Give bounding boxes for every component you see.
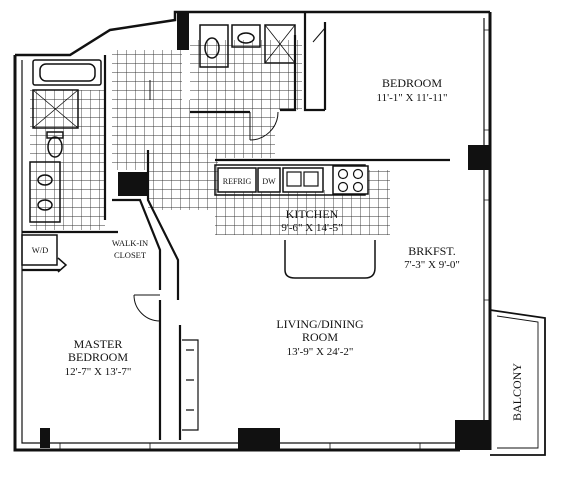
kitchen-label: KITCHEN [286,207,339,221]
living-dims: 13'-9" X 24'-2" [287,346,354,358]
balcony [489,309,546,456]
interior-walls [22,12,450,440]
closet-label-line1: WALK-IN [112,238,148,248]
dishwasher-label: DW [262,177,276,186]
refrigerator-label: REFRIG [223,177,252,186]
tiled-floor [30,40,390,235]
closet-shelving [182,339,199,431]
master-dims: 12'-7" X 13'-7" [65,366,132,378]
bedroom-label: BEDROOM [382,76,442,90]
kitchen-fixtures [286,168,364,193]
structural-columns [40,12,490,450]
master-label-line1: MASTER [74,337,123,351]
windows [59,29,490,450]
master-label-line2: BEDROOM [68,350,128,364]
living-label-line2: ROOM [302,330,338,344]
kitchen-dims: 9'-6" X 14'-5" [281,222,342,234]
breakfast-label: BRKFST. [408,244,455,258]
living-label-line1: LIVING/DINING [276,317,364,331]
washer-dryer [21,234,68,273]
bedroom-dims: 11'-1" X 11'-11" [377,92,448,104]
closet-label-line2: CLOSET [114,250,147,260]
washer-dryer-label: W/D [32,245,49,255]
door-swings [133,27,326,322]
exterior-walls [13,10,492,452]
bathroom-fixtures [29,24,296,223]
breakfast-dims: 7'-3" X 9'-0" [404,259,460,271]
balcony-label: BALCONY [510,363,524,421]
